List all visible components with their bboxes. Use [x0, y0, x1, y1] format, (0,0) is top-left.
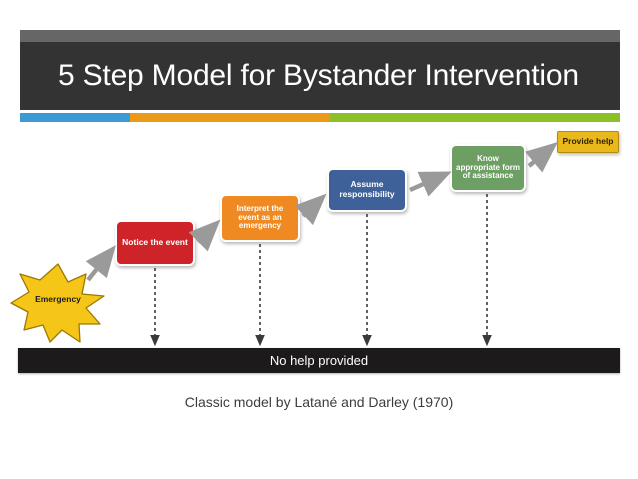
step-box-interpret-the-event[interactable]: Interpret the event as an emergency	[220, 194, 300, 242]
emergency-label: Emergency	[35, 294, 81, 304]
no-help-provided-label: No help provided	[269, 353, 369, 368]
accent-stripe-segment-orange	[130, 113, 330, 122]
arrow-step4-to-step5	[524, 141, 558, 173]
step-box-notice-the-event[interactable]: Notice the event	[115, 220, 195, 266]
step-label-1: Notice the event	[122, 237, 188, 248]
emergency-starburst-icon	[10, 263, 105, 343]
step-label-4: Know appropriate form of assistance	[456, 153, 521, 181]
slide-caption: Classic model by Latané and Darley (1970…	[184, 394, 454, 410]
connector-arrows	[85, 141, 558, 347]
accent-stripe-segment-blue	[20, 113, 130, 122]
slide-header: 5 Step Model for Bystander Intervention	[20, 30, 620, 110]
arrow-step3-to-step4	[409, 171, 452, 197]
header-top-strip	[20, 30, 620, 42]
step-label-3: Assume responsibility	[339, 179, 395, 199]
header-bar	[20, 42, 620, 110]
step-label-2: Interpret the event as an emergency	[236, 203, 284, 231]
bystander-model-diagram: Emergency Notice the event Interpret the…	[0, 122, 638, 382]
step-box-assume-responsibility[interactable]: Assume responsibility	[327, 168, 407, 212]
arrow-step2-to-step3	[294, 193, 327, 226]
page-title: 5 Step Model for Bystander Intervention	[58, 59, 579, 92]
step-box-provide-help[interactable]: Provide help	[557, 131, 619, 153]
accent-stripe-segment-green	[330, 113, 620, 122]
no-help-provided-bar: No help provided	[18, 348, 620, 373]
accent-stripe	[20, 113, 620, 122]
step-label-5: Provide help	[562, 136, 614, 147]
arrow-step1-to-step2	[188, 219, 221, 252]
arrow-emergency-to-step1	[85, 245, 116, 282]
